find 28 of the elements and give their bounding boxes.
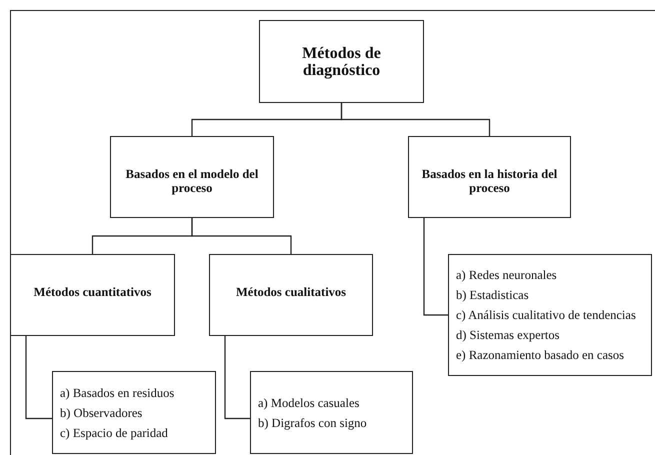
list-item: e) Razonamiento basado en casos [456,347,624,364]
category-title: Métodos cualitativos [236,285,346,299]
connector-line [191,218,292,254]
category-box [408,136,571,218]
list-box [52,371,216,454]
list-item: c) Espacio de paridad [60,424,168,442]
list-item: c) Análisis cualitativo de tendencias [456,307,636,324]
category-title: Basados en el modelo del proceso [124,167,260,195]
category-title: Basados en la historia del proceso [420,167,558,195]
category-box [10,254,175,336]
category-title: Métodos de diagnóstico [301,44,382,78]
list-item: b) Digrafos con signo [258,414,367,432]
category-box [209,254,373,336]
connector-line [423,218,448,316]
list-item: a) Redes neuronales [456,267,557,284]
list-item: d) Sistemas expertos [456,327,560,344]
connector-line [25,336,52,420]
list-item: a) Modelos casuales [258,394,360,412]
list-box [250,371,413,454]
category-box [259,20,424,103]
list-item: b) Estadisticas [456,287,529,304]
connector-line [340,103,490,136]
category-title: Métodos cuantitativos [34,285,152,299]
category-box [110,136,274,218]
list-item: a) Basados en residuos [60,384,174,402]
connector-line [224,336,250,420]
list-item: b) Observadores [60,404,142,422]
list-box [448,254,652,376]
